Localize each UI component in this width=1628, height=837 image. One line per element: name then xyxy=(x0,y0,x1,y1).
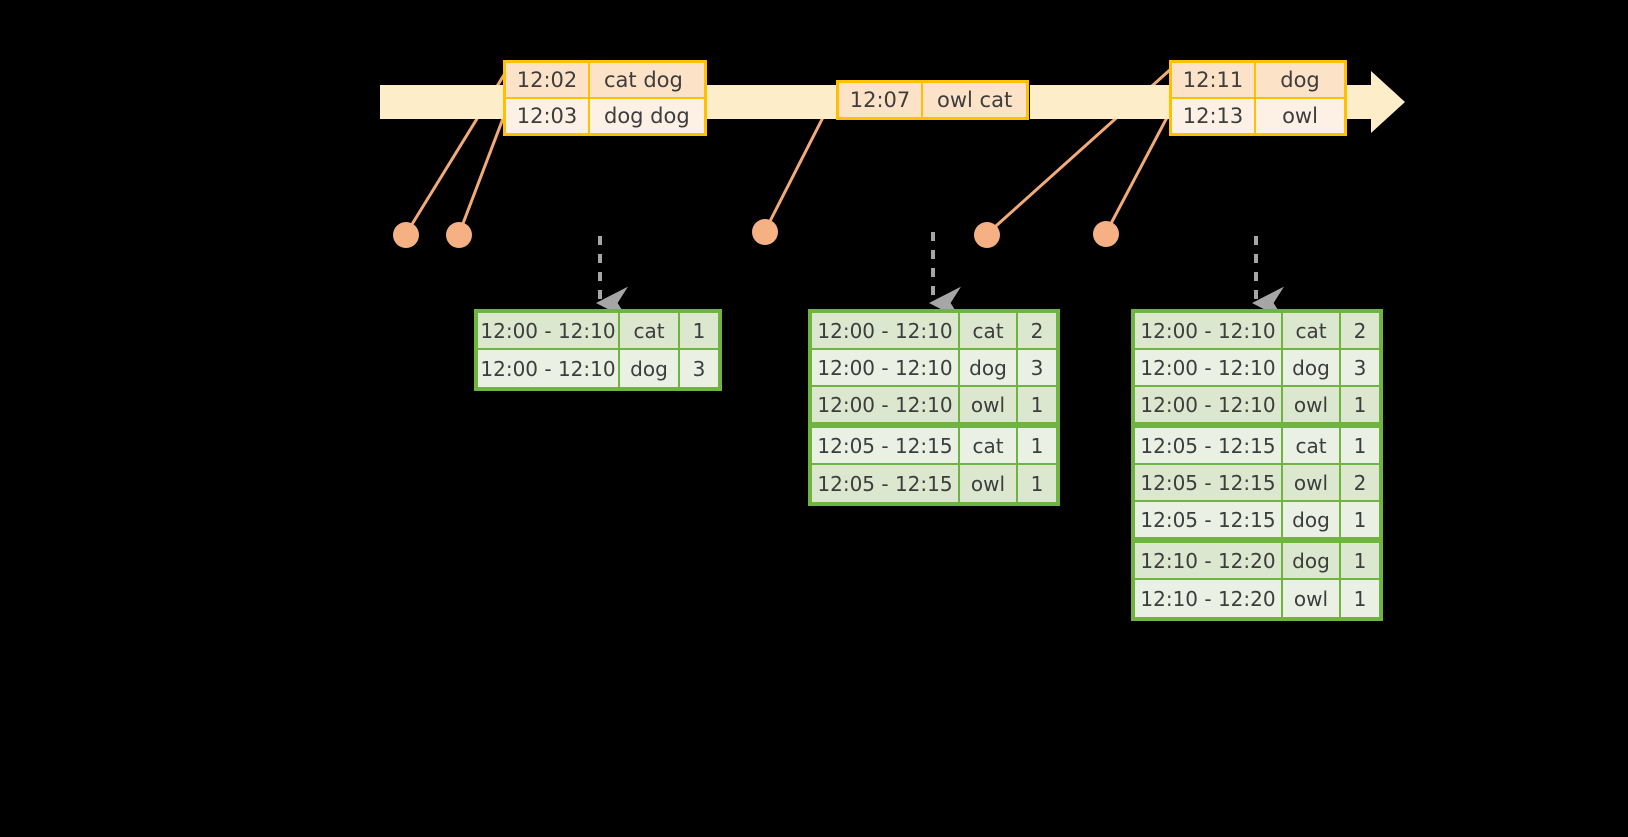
event-dots xyxy=(393,219,1119,248)
event-time: 12:07 xyxy=(839,83,923,117)
cell-window: 12:05 - 12:15 xyxy=(1135,428,1283,465)
cell-count: 2 xyxy=(1341,313,1379,350)
event-row: 12:13 owl xyxy=(1172,97,1344,133)
event-group-3: 12:11 dog 12:13 owl xyxy=(1169,60,1347,136)
cell-count: 1 xyxy=(1341,580,1379,617)
event-group-1: 12:02 cat dog 12:03 dog dog xyxy=(503,60,707,136)
timeline-bar-segment-3 xyxy=(1030,85,1172,119)
cell-window: 12:00 - 12:10 xyxy=(812,313,960,350)
cell-word: owl xyxy=(1283,387,1341,424)
cell-word: owl xyxy=(1283,580,1341,617)
cell-word: dog xyxy=(960,350,1018,387)
table-row: 12:05 - 12:15 owl 1 xyxy=(812,465,1056,502)
cell-count: 1 xyxy=(1341,502,1379,539)
event-row: 12:07 owl cat xyxy=(839,83,1027,117)
cell-word: dog xyxy=(620,350,680,387)
cell-window: 12:00 - 12:10 xyxy=(812,350,960,387)
cell-word: cat xyxy=(620,313,680,350)
cell-window: 12:10 - 12:20 xyxy=(1135,543,1283,580)
cell-count: 1 xyxy=(680,313,718,350)
event-dot-4 xyxy=(974,222,1000,248)
connector-line-5 xyxy=(1104,107,1174,234)
result-table-2: 12:00 - 12:10 cat 2 12:00 - 12:10 dog 3 … xyxy=(808,309,1060,506)
event-words: dog xyxy=(1280,68,1320,92)
cell-word: owl xyxy=(960,387,1018,424)
table-row: 12:00 - 12:10 cat 1 xyxy=(478,313,718,350)
timeline-bar-segment-2 xyxy=(697,85,839,119)
event-row: 12:02 cat dog xyxy=(506,63,704,97)
event-dot-5 xyxy=(1093,221,1119,247)
table-row: 12:00 - 12:10 dog 3 xyxy=(1135,350,1379,387)
result-table-1: 12:00 - 12:10 cat 1 12:00 - 12:10 dog 3 xyxy=(474,309,722,391)
event-row: 12:03 dog dog xyxy=(506,97,704,133)
timeline-bar-segment-4 xyxy=(1342,85,1374,119)
cell-window: 12:05 - 12:15 xyxy=(1135,465,1283,502)
event-words: owl cat xyxy=(937,88,1013,112)
cell-count: 1 xyxy=(1018,465,1056,502)
emit-arrows xyxy=(595,232,1284,320)
cell-word: cat xyxy=(1283,313,1341,350)
table-row: 12:00 - 12:10 cat 2 xyxy=(1135,313,1379,350)
event-group-2: 12:07 owl cat xyxy=(836,80,1030,120)
table-row: 12:10 - 12:20 dog 1 xyxy=(1135,539,1379,580)
cell-count: 1 xyxy=(1018,387,1056,424)
table-row: 12:05 - 12:15 owl 2 xyxy=(1135,465,1379,502)
table-row: 12:00 - 12:10 dog 3 xyxy=(812,350,1056,387)
event-time: 12:03 xyxy=(506,99,590,133)
cell-count: 1 xyxy=(1341,428,1379,465)
event-dot-1 xyxy=(393,222,419,248)
cell-word: dog xyxy=(1283,350,1341,387)
cell-count: 3 xyxy=(1018,350,1056,387)
event-time: 12:11 xyxy=(1172,63,1256,97)
cell-word: owl xyxy=(1283,465,1341,502)
table-row: 12:05 - 12:15 dog 1 xyxy=(1135,502,1379,539)
cell-window: 12:05 - 12:15 xyxy=(812,465,960,502)
cell-count: 1 xyxy=(1018,428,1056,465)
event-dot-3 xyxy=(752,219,778,245)
table-row: 12:00 - 12:10 owl 1 xyxy=(1135,387,1379,424)
cell-window: 12:05 - 12:15 xyxy=(812,428,960,465)
table-row: 12:00 - 12:10 owl 1 xyxy=(812,387,1056,424)
cell-word: cat xyxy=(1283,428,1341,465)
cell-word: cat xyxy=(960,313,1018,350)
cell-count: 2 xyxy=(1341,465,1379,502)
cell-window: 12:00 - 12:10 xyxy=(1135,313,1283,350)
timeline-arrowhead-icon xyxy=(1371,71,1405,133)
cell-window: 12:00 - 12:10 xyxy=(1135,387,1283,424)
cell-window: 12:00 - 12:10 xyxy=(478,350,620,387)
event-words: dog dog xyxy=(604,104,690,128)
event-dot-2 xyxy=(446,222,472,248)
event-time: 12:13 xyxy=(1172,99,1256,133)
cell-window: 12:00 - 12:10 xyxy=(1135,350,1283,387)
cell-count: 2 xyxy=(1018,313,1056,350)
cell-word: dog xyxy=(1283,502,1341,539)
event-words: owl xyxy=(1282,104,1318,128)
table-row: 12:10 - 12:20 owl 1 xyxy=(1135,580,1379,617)
table-row: 12:05 - 12:15 cat 1 xyxy=(1135,424,1379,465)
cell-window: 12:10 - 12:20 xyxy=(1135,580,1283,617)
cell-window: 12:05 - 12:15 xyxy=(1135,502,1283,539)
table-row: 12:00 - 12:10 dog 3 xyxy=(478,350,718,387)
timeline-bar-segment-1 xyxy=(380,85,508,119)
cell-word: cat xyxy=(960,428,1018,465)
connector-line-2 xyxy=(457,107,509,235)
cell-window: 12:00 - 12:10 xyxy=(812,387,960,424)
cell-word: dog xyxy=(1283,543,1341,580)
result-table-3: 12:00 - 12:10 cat 2 12:00 - 12:10 dog 3 … xyxy=(1131,309,1383,621)
event-time: 12:02 xyxy=(506,63,590,97)
cell-count: 1 xyxy=(1341,543,1379,580)
cell-count: 1 xyxy=(1341,387,1379,424)
cell-window: 12:00 - 12:10 xyxy=(478,313,620,350)
table-row: 12:00 - 12:10 cat 2 xyxy=(812,313,1056,350)
cell-count: 3 xyxy=(680,350,718,387)
event-row: 12:11 dog xyxy=(1172,63,1344,97)
cell-count: 3 xyxy=(1341,350,1379,387)
event-words: cat dog xyxy=(604,68,683,92)
cell-word: owl xyxy=(960,465,1018,502)
table-row: 12:05 - 12:15 cat 1 xyxy=(812,424,1056,465)
